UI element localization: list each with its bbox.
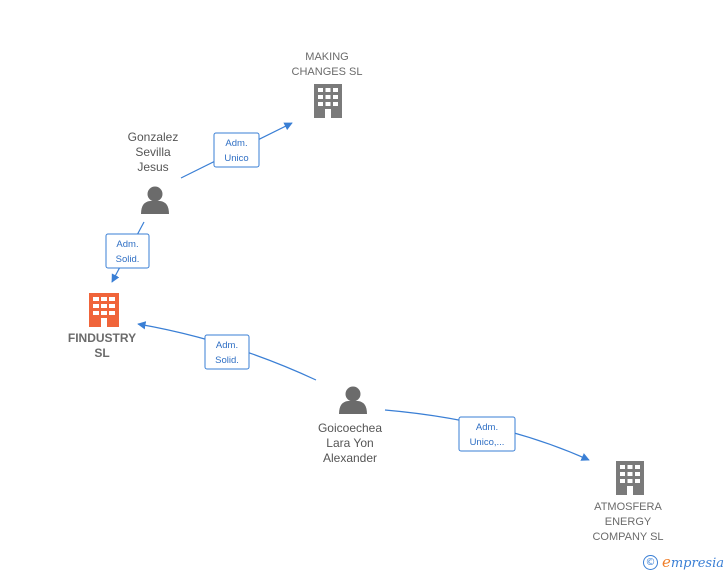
node-label-line: MAKING [305,51,348,63]
person-icon [141,186,169,214]
building-icon [89,293,119,327]
edge-label-goicoechea-atmosfera[interactable]: Adm. Unico,... [458,416,516,452]
node-atmosfera[interactable]: ATMOSFERA ENERGY COMPANY SL [592,461,664,543]
node-label-line: COMPANY SL [592,531,663,543]
brand-logo: empresia [662,553,724,571]
empresia-watermark[interactable]: © empresia [642,553,724,571]
edge-label-line: Unico [224,153,248,164]
building-icon [616,461,644,495]
edge-label-gonzalez-findustry[interactable]: Adm. Solid. [105,233,150,269]
node-findustry[interactable]: FINDUSTRY SL [68,293,136,360]
node-label-line: Sevilla [135,145,171,159]
brand-logo-e: e [661,553,671,571]
edge-label-line: Adm. [116,239,138,250]
node-label-line: Lara Yon [326,436,373,450]
building-icon [314,84,342,118]
node-making-changes[interactable]: MAKING CHANGES SL [292,51,363,118]
copyright-icon: © [642,554,658,570]
edge-label-line: Solid. [215,355,239,366]
node-label-line: ATMOSFERA [594,501,662,513]
edge-label-line: Adm. [476,422,498,433]
node-label-line: CHANGES SL [292,66,363,78]
edge-label-goicoechea-findustry[interactable]: Adm. Solid. [204,334,250,370]
edge-label-line: Unico,... [470,437,505,448]
edge-label-line: Solid. [116,254,140,265]
node-label-line: Alexander [323,451,377,465]
node-gonzalez[interactable]: Gonzalez Sevilla Jesus [128,130,179,214]
edge-label-line: Adm. [225,138,247,149]
node-label-line: Goicoechea [318,421,382,435]
brand-logo-rest: mpresia [670,556,724,571]
edge-label-line: Adm. [216,340,238,351]
node-label-line: SL [94,346,109,360]
node-label-line: ENERGY [605,516,652,528]
node-goicoechea[interactable]: Goicoechea Lara Yon Alexander [318,386,382,466]
person-icon [339,386,367,414]
node-label-line: Jesus [137,160,168,174]
node-label-line: FINDUSTRY [68,331,136,345]
edge-label-gonzalez-making[interactable]: Adm. Unico [213,132,260,168]
node-label-line: Gonzalez [128,130,179,144]
